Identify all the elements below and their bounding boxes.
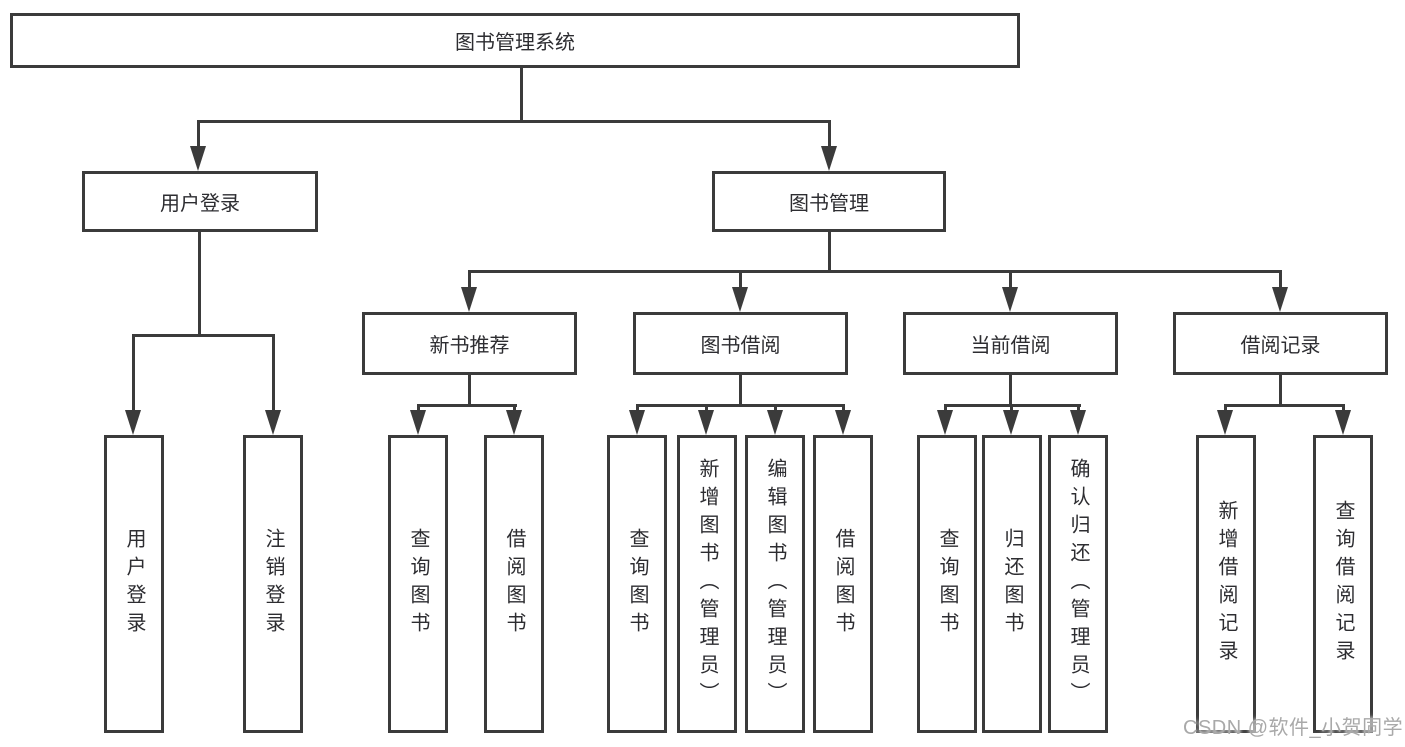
connector-stem-query-borrow-record bbox=[1342, 404, 1345, 414]
leaf-query-books-1-label: 查询图书 bbox=[407, 528, 429, 640]
node-book-borrowing-label: 图书借阅 bbox=[700, 335, 781, 357]
node-current-borrowing-label: 当前借阅 bbox=[970, 335, 1051, 357]
leaf-return-books-label: 归还图书 bbox=[1001, 528, 1023, 640]
connector-user-login-hbar bbox=[132, 334, 275, 337]
connector-stem-current-borrowing bbox=[1009, 270, 1012, 289]
connector-book-borrowing-hbar bbox=[636, 404, 845, 407]
connector-stem-query-books-2 bbox=[636, 404, 639, 414]
arrowhead-new-book-recommend bbox=[461, 287, 477, 312]
leaf-borrow-books-2: 借阅图书 bbox=[813, 435, 873, 733]
arrowhead-borrow-books-1 bbox=[506, 410, 522, 435]
arrowhead-query-borrow-record bbox=[1335, 410, 1351, 435]
connector-book-borrowing-stem bbox=[739, 375, 742, 406]
leaf-query-books-3: 查询图书 bbox=[917, 435, 977, 733]
csdn-watermark: CSDN @软件_小贺同学 bbox=[1183, 717, 1404, 739]
leaf-add-book-admin: 新增图书（管理员） bbox=[677, 435, 737, 733]
leaf-add-borrow-record: 新增借阅记录 bbox=[1196, 435, 1256, 733]
node-book-borrowing: 图书借阅 bbox=[633, 312, 848, 375]
connector-stem-edit-book-admin bbox=[774, 404, 777, 414]
arrowhead-add-book-admin bbox=[698, 410, 714, 435]
arrowhead-return-books bbox=[1003, 410, 1019, 435]
connector-user-login-stem bbox=[198, 232, 201, 336]
leaf-query-books-1: 查询图书 bbox=[388, 435, 448, 733]
node-borrowing-records: 借阅记录 bbox=[1173, 312, 1388, 375]
node-user-login: 用户登录 bbox=[82, 171, 318, 232]
node-new-book-recommend: 新书推荐 bbox=[362, 312, 577, 375]
connector-level3-hbar bbox=[468, 270, 1282, 273]
leaf-edit-book-admin-label: 编辑图书（管理员） bbox=[764, 458, 786, 710]
arrowhead-query-books-2 bbox=[629, 410, 645, 435]
connector-current-borrowing-stem bbox=[1009, 375, 1012, 406]
node-user-login-label: 用户登录 bbox=[160, 193, 240, 215]
arrowhead-book-borrowing bbox=[732, 287, 748, 312]
leaf-add-borrow-record-label: 新增借阅记录 bbox=[1215, 500, 1237, 668]
connector-stem-add-book-admin bbox=[705, 404, 708, 414]
arrowhead-user-login bbox=[190, 146, 206, 171]
node-new-book-recommend-label: 新书推荐 bbox=[429, 335, 510, 357]
connector-borrowing-records-hbar bbox=[1224, 404, 1345, 407]
connector-stem-borrow-books-1 bbox=[513, 404, 516, 414]
arrowhead-edit-book-admin bbox=[767, 410, 783, 435]
arrowhead-borrow-books-2 bbox=[835, 410, 851, 435]
connector-stem-borrow-books-2 bbox=[842, 404, 845, 414]
connector-stem-query-books-3 bbox=[944, 404, 947, 414]
arrowhead-query-books-1 bbox=[410, 410, 426, 435]
leaf-logout-label: 注销登录 bbox=[262, 528, 284, 640]
connector-root-stem bbox=[520, 68, 523, 120]
arrowhead-leaf-logout bbox=[265, 410, 281, 435]
arrowhead-query-books-3 bbox=[937, 410, 953, 435]
connector-stem-return-books bbox=[1010, 404, 1013, 414]
leaf-borrow-books-1: 借阅图书 bbox=[484, 435, 544, 733]
leaf-confirm-return-admin: 确认归还（管理员） bbox=[1048, 435, 1108, 733]
leaf-query-books-2: 查询图书 bbox=[607, 435, 667, 733]
leaf-edit-book-admin: 编辑图书（管理员） bbox=[745, 435, 805, 733]
node-borrowing-records-label: 借阅记录 bbox=[1240, 335, 1321, 357]
node-root-label: 图书管理系统 bbox=[455, 32, 575, 54]
node-book-management: 图书管理 bbox=[712, 171, 946, 232]
connector-stem-leaf-user-login bbox=[132, 334, 135, 411]
connector-stem-book-borrowing bbox=[739, 270, 742, 289]
leaf-confirm-return-admin-label: 确认归还（管理员） bbox=[1067, 458, 1089, 710]
connector-stem-user-login bbox=[197, 120, 200, 148]
leaf-query-books-2-label: 查询图书 bbox=[626, 528, 648, 640]
node-root: 图书管理系统 bbox=[10, 13, 1020, 68]
leaf-return-books: 归还图书 bbox=[982, 435, 1042, 733]
leaf-add-book-admin-label: 新增图书（管理员） bbox=[696, 458, 718, 710]
connector-stem-confirm-return-admin bbox=[1077, 404, 1080, 414]
connector-level1-hbar bbox=[198, 120, 831, 123]
connector-stem-query-books-1 bbox=[417, 404, 420, 414]
arrowhead-current-borrowing bbox=[1002, 287, 1018, 312]
arrowhead-leaf-user-login bbox=[125, 410, 141, 435]
connector-stem-add-borrow-record bbox=[1224, 404, 1227, 414]
leaf-user-login: 用户登录 bbox=[104, 435, 164, 733]
connector-stem-book-management bbox=[828, 120, 831, 148]
connector-new-book-recommend-stem bbox=[468, 375, 471, 406]
leaf-borrow-books-2-label: 借阅图书 bbox=[832, 528, 854, 640]
leaf-logout: 注销登录 bbox=[243, 435, 303, 733]
leaf-borrow-books-1-label: 借阅图书 bbox=[503, 528, 525, 640]
connector-stem-new-book-recommend bbox=[468, 270, 471, 289]
arrowhead-borrowing-records bbox=[1272, 287, 1288, 312]
arrowhead-book-management bbox=[821, 146, 837, 171]
connector-borrowing-records-stem bbox=[1279, 375, 1282, 406]
node-current-borrowing: 当前借阅 bbox=[903, 312, 1118, 375]
node-book-management-label: 图书管理 bbox=[789, 193, 869, 215]
connector-book-management-stem bbox=[828, 232, 831, 272]
leaf-query-borrow-record-label: 查询借阅记录 bbox=[1332, 500, 1354, 668]
connector-stem-leaf-logout bbox=[272, 334, 275, 411]
leaf-user-login-label: 用户登录 bbox=[123, 528, 145, 640]
arrowhead-add-borrow-record bbox=[1217, 410, 1233, 435]
arrowhead-confirm-return-admin bbox=[1070, 410, 1086, 435]
connector-stem-borrowing-records bbox=[1279, 270, 1282, 289]
leaf-query-books-3-label: 查询图书 bbox=[936, 528, 958, 640]
leaf-query-borrow-record: 查询借阅记录 bbox=[1313, 435, 1373, 733]
connector-new-book-recommend-hbar bbox=[417, 404, 517, 407]
